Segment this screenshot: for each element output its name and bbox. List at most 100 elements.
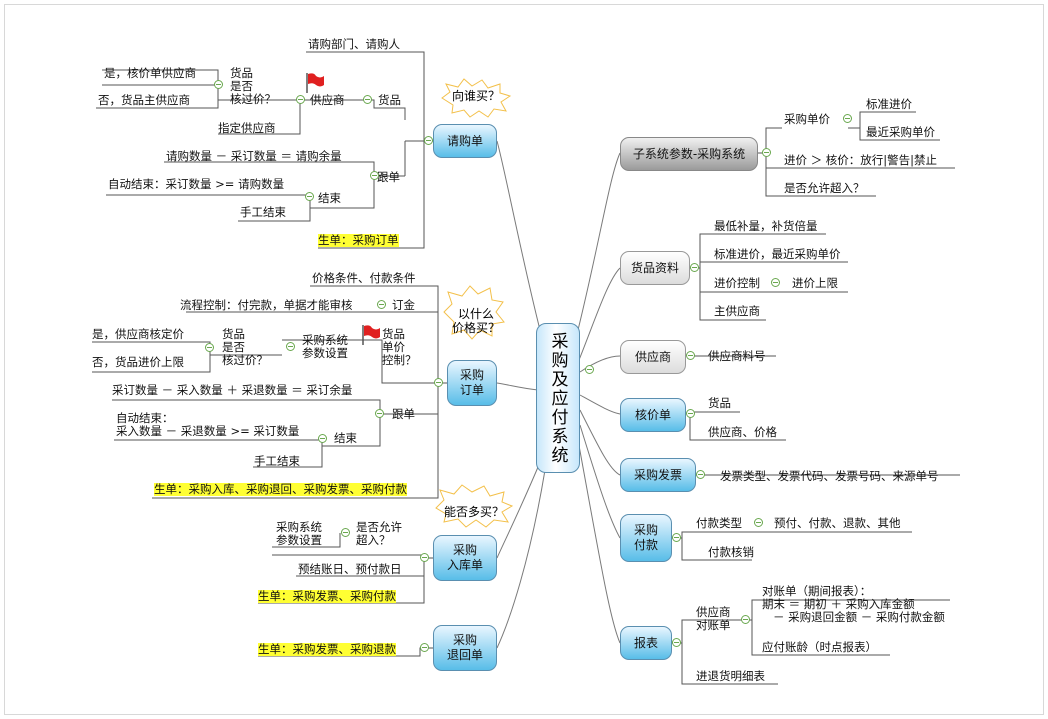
label-dept: 请购部门、请购人 — [308, 37, 400, 51]
label-designate: 指定供应商 — [218, 121, 276, 135]
question-who: 向谁买？ — [452, 89, 501, 103]
collapse-toggle[interactable] — [672, 533, 681, 542]
label-end: 结束 — [318, 191, 341, 205]
label-allow-over-2: 是否允许超入？ — [784, 181, 865, 195]
collapse-toggle[interactable] — [296, 95, 305, 104]
label-param-setting: 采购系统 参数设置 — [302, 333, 348, 360]
collapse-toggle[interactable] — [585, 365, 594, 374]
collapse-toggle[interactable] — [762, 148, 771, 157]
node-goods-data[interactable]: 货品资料 — [620, 251, 690, 285]
collapse-toggle[interactable] — [424, 136, 433, 145]
label-qty-formula: 请购数量 － 采订数量 ＝ 请购余量 — [166, 149, 342, 163]
callout-burst — [435, 484, 514, 528]
node-supplier[interactable]: 供应商 — [620, 340, 686, 374]
collapse-toggle[interactable] — [690, 263, 699, 272]
label-supplier: 供应商 — [310, 93, 345, 107]
label-invoice-types: 发票类型、发票代码、发票号码、来源单号 — [720, 469, 939, 483]
label-price-cond: 价格条件、付款条件 — [312, 271, 416, 285]
label-stmt: 供应商 对账单 — [696, 605, 731, 632]
label-std-recent: 标准进价，最近采购单价 — [714, 247, 841, 261]
label-gen-refund: 生单：采购发票、采购退款 — [258, 642, 396, 656]
label-goods-verify-2: 货品 是否 核过价？ — [222, 327, 268, 367]
diagram-frame — [4, 4, 1044, 715]
label-pre-dates: 预结账日、预付款日 — [298, 562, 402, 576]
central-topic[interactable]: 采购及应付系统 — [536, 323, 580, 473]
collapse-toggle[interactable] — [205, 343, 214, 352]
collapse-toggle[interactable] — [843, 114, 852, 123]
collapse-toggle[interactable] — [375, 409, 384, 418]
node-purchase-payment[interactable]: 采购 付款 — [620, 514, 672, 562]
label-verify-supp: 供应商、价格 — [708, 425, 777, 439]
collapse-toggle[interactable] — [341, 528, 350, 537]
node-purchase-requisition[interactable]: 请购单 — [433, 124, 497, 158]
label-pay-type: 付款类型 — [696, 516, 742, 530]
collapse-toggle[interactable] — [318, 434, 327, 443]
label-std-price: 标准进价 — [866, 97, 912, 111]
collapse-toggle[interactable] — [363, 95, 372, 104]
label-manual-end: 手工结束 — [240, 205, 286, 219]
label-goods-verify: 货品 是否 核过价？ — [230, 66, 276, 106]
label-gen-invoice: 生单：采购发票、采购付款 — [258, 589, 396, 603]
label-end-2: 结束 — [334, 431, 357, 445]
node-purchase-order[interactable]: 采购 订单 — [447, 360, 497, 406]
collapse-toggle[interactable] — [420, 643, 429, 652]
collapse-toggle[interactable] — [370, 171, 379, 180]
label-auto-end-2: 自动结束： 采入数量 － 采退数量 >= 采订数量 — [116, 411, 300, 438]
collapse-toggle[interactable] — [434, 378, 443, 387]
label-manual-end-2: 手工结束 — [254, 454, 300, 468]
label-no-price-limit: 否，货品进价上限 — [92, 355, 184, 369]
node-purchase-return[interactable]: 采购 退回单 — [433, 625, 497, 671]
label-stmt-detail: 对账单（期间报表）： 期末 ＝ 期初 ＋ 采购入库金额 － 采购退回金额 － 采… — [762, 584, 945, 624]
label-supplier-no: 供应商料号 — [708, 349, 766, 363]
label-min-qty: 最低补量，补货倍量 — [714, 219, 818, 233]
label-order-deposit: 订金 — [392, 298, 415, 312]
label-verify-goods: 货品 — [708, 396, 731, 410]
label-param-setting-2: 采购系统 参数设置 — [276, 520, 322, 547]
collapse-toggle[interactable] — [771, 278, 780, 287]
label-aging: 应付账龄（时点报表） — [762, 640, 877, 654]
label-price-limit: 进价上限 — [792, 276, 838, 290]
label-pay-cancel: 付款核销 — [708, 545, 754, 559]
label-goods: 货品 — [378, 93, 401, 107]
label-flow: 流程控制：付完款，单据才能审核 — [180, 298, 353, 312]
label-main-supplier: 主供应商 — [714, 304, 760, 318]
node-report[interactable]: 报表 — [620, 626, 672, 660]
node-purchase-receipt[interactable]: 采购 入库单 — [433, 535, 497, 581]
label-qty-formula-2: 采订数量 － 采入数量 ＋ 采退数量 ＝ 采订余量 — [112, 383, 353, 397]
callout-burst — [441, 78, 512, 118]
label-detail: 进退货明细表 — [696, 669, 765, 683]
collapse-toggle[interactable] — [286, 342, 295, 351]
question-price: 以什么 价格买？ — [452, 307, 501, 335]
collapse-toggle[interactable] — [686, 409, 695, 418]
collapse-toggle[interactable] — [305, 192, 314, 201]
label-allow-over: 是否允许 超入？ — [356, 520, 402, 547]
label-gen-receipt: 生单：采购入库、采购退回、采购发票、采购付款 — [154, 482, 407, 496]
red-flag-icon — [362, 325, 380, 345]
collapse-toggle[interactable] — [696, 470, 705, 479]
collapse-toggle[interactable] — [754, 518, 763, 527]
collapse-toggle[interactable] — [214, 80, 223, 89]
node-subsystem-params[interactable]: 子系统参数-采购系统 — [620, 137, 758, 171]
label-pay-types: 预付、付款、退款、其他 — [774, 516, 901, 530]
label-price-ctrl: 进价控制 — [714, 276, 760, 290]
label-no-main: 否，货品主供应商 — [98, 93, 190, 107]
collapse-toggle[interactable] — [377, 300, 386, 309]
label-auto-end: 自动结束：采订数量 >= 请购数量 — [108, 177, 285, 191]
collapse-toggle[interactable] — [420, 553, 429, 562]
node-price-verify[interactable]: 核价单 — [620, 398, 686, 432]
label-yes-price: 是，核价单供应商 — [104, 66, 196, 80]
label-recent-price: 最近采购单价 — [866, 125, 935, 139]
label-unit-price: 采购单价 — [784, 112, 830, 126]
label-gen-order: 生单：采购订单 — [318, 233, 399, 247]
label-unit-price-ctrl: 货品 单价 控制？ — [382, 327, 417, 367]
red-flag-icon — [306, 73, 324, 93]
node-purchase-invoice[interactable]: 采购发票 — [620, 458, 696, 492]
collapse-toggle[interactable] — [686, 351, 695, 360]
label-in-price: 进价 ＞ 核价：放行|警告|禁止 — [784, 153, 938, 167]
callout-burst — [443, 285, 505, 340]
collapse-toggle[interactable] — [672, 638, 681, 647]
label-yes-supplier-price: 是，供应商核定价 — [92, 327, 184, 341]
collapse-toggle[interactable] — [741, 615, 750, 624]
question-overbuy: 能否多买？ — [444, 505, 505, 519]
